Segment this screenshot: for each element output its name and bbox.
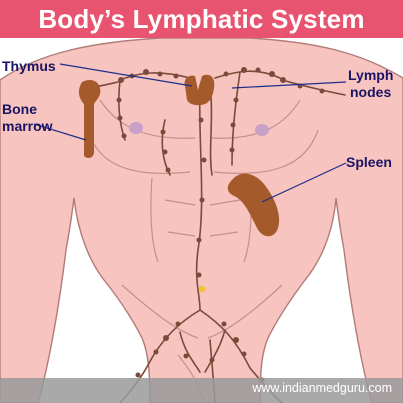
spleen-organ [227,173,280,237]
muscle-contours [87,99,319,403]
label-lymph-line1: Lymph [348,67,394,83]
thymus-gland [184,74,215,106]
torso-illustration [0,38,403,403]
nipple-left [129,122,143,134]
website-watermark: www.indianmedguru.com [252,381,392,395]
footer-band [0,378,403,403]
title-bar: Body’s Lymphatic System [0,0,403,38]
label-lymph-line2: nodes [350,84,392,100]
leader-lines [33,63,347,203]
label-bone-line1: Bone [2,101,37,117]
page-title: Body’s Lymphatic System [38,3,365,34]
bone-marrow-humerus [78,80,101,158]
label-thymus: Thymus [2,58,56,74]
label-spleen: Spleen [346,154,392,170]
label-bone-line2: marrow [2,118,53,134]
gland-yellow [198,285,206,293]
nipple-right [255,124,269,136]
